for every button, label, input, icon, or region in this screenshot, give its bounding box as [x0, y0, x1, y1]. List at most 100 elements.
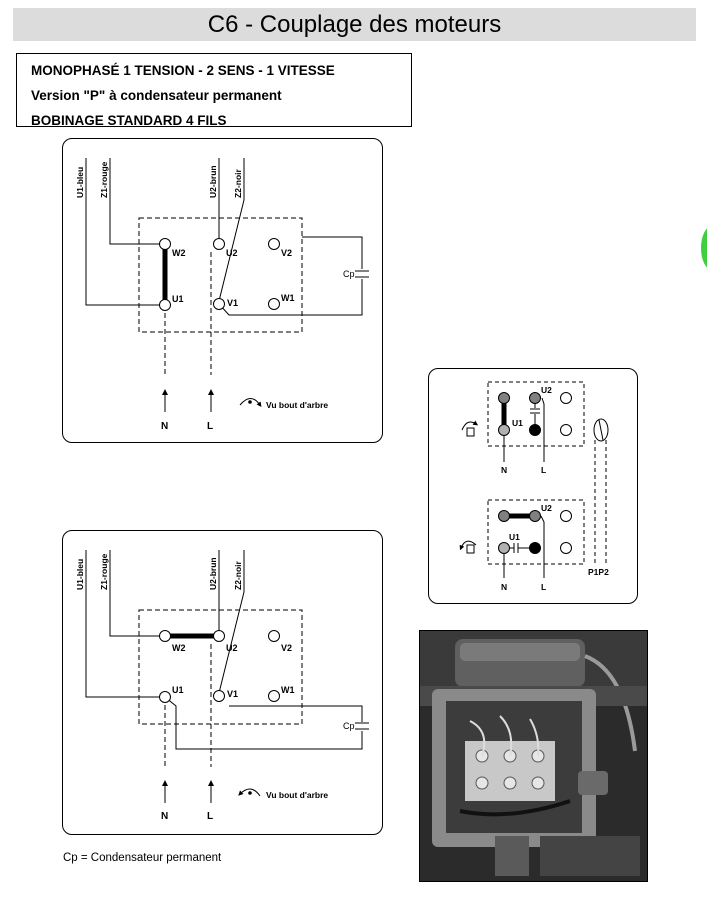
small-terminal — [498, 424, 510, 436]
small-terminal — [529, 424, 541, 436]
wire-cap-top — [302, 236, 363, 269]
small-terminal — [560, 392, 572, 404]
rotation-note: Vu bout d'arbre — [266, 400, 328, 410]
terminal-u1 — [159, 299, 171, 311]
diagram-panel-top — [62, 138, 383, 443]
supply-l-label: L — [207, 811, 213, 822]
wire-z2 — [218, 550, 245, 694]
small-label-l-bottom: L — [541, 582, 546, 592]
small-label-p1p2: P1P2 — [588, 567, 609, 577]
terminal-box-outline — [138, 217, 303, 333]
rotation-dot — [248, 791, 252, 795]
small-label-u1-top: U1 — [512, 418, 523, 428]
terminal-label-w2: W2 — [172, 248, 186, 258]
terminal-label-w1: W1 — [281, 685, 295, 695]
wire-cap-bottom — [218, 279, 363, 316]
wire-label-z2: Z2-noir — [233, 561, 243, 590]
rotation-arrow — [239, 398, 262, 408]
terminals-bottom — [159, 630, 280, 703]
small-label-u1-bottom: U1 — [509, 532, 520, 542]
page-title-bar: C6 - Couplage des moteurs — [13, 8, 696, 41]
small-terminal — [529, 510, 541, 522]
terminal-u2 — [213, 238, 225, 250]
terminal-v1 — [213, 298, 225, 310]
terminal-v2 — [268, 238, 280, 250]
wire-z1 — [109, 550, 165, 637]
terminals-top — [159, 238, 280, 311]
diagram-bottom — [85, 550, 369, 803]
small-label-l-top: L — [541, 465, 546, 475]
terminal-label-v1: V1 — [227, 298, 238, 308]
rotation-icon-bottom — [459, 540, 477, 551]
page-title: C6 - Couplage des moteurs — [207, 10, 502, 38]
wire-label-u1: U1-bleu — [75, 559, 85, 590]
diagram-top — [85, 158, 369, 412]
spec-line-1: MONOPHASÉ 1 TENSION - 2 SENS - 1 VITESSE — [31, 63, 335, 78]
terminal-label-v2: V2 — [281, 248, 292, 258]
labels-bottom: U1-bleu Z1-rouge U2-brun Z2-noir W2 U2 V… — [75, 553, 355, 822]
wire-z1 — [109, 158, 165, 245]
small-terminals — [498, 392, 572, 554]
spec-box: MONOPHASÉ 1 TENSION - 2 SENS - 1 VITESSE… — [16, 53, 412, 128]
small-label-n-bottom: N — [501, 582, 507, 592]
supply-l-bottom — [540, 515, 545, 578]
terminal-w2 — [159, 630, 171, 642]
rotation-dot — [248, 400, 252, 404]
spec-line-2: Version "P" à condensateur permanent — [31, 88, 282, 103]
rotation-arrow — [238, 788, 261, 797]
small-terminal — [498, 542, 510, 554]
wire-u1 — [85, 550, 165, 698]
diagram-panel-small — [428, 368, 638, 604]
wire-z2 — [218, 158, 245, 302]
terminal-box-outline — [138, 609, 303, 725]
terminal-w2 — [159, 238, 171, 250]
supply-n-label: N — [161, 811, 168, 822]
shaft-icon-bottom — [466, 544, 475, 554]
side-tab[interactable] — [701, 226, 707, 270]
small-label-u2-bottom: U2 — [541, 503, 552, 513]
terminal-label-v2: V2 — [281, 643, 292, 653]
small-terminal — [529, 392, 541, 404]
small-labels: U2 U1 N L U2 U1 N L P1P2 — [501, 385, 609, 592]
wire-label-u1: U1-bleu — [75, 167, 85, 198]
supply-l-label: L — [207, 421, 213, 432]
wire-label-z1: Z1-rouge — [99, 553, 109, 590]
terminal-u1 — [159, 691, 171, 703]
terminal-u2 — [213, 630, 225, 642]
small-terminal — [560, 424, 572, 436]
small-label-n-top: N — [501, 465, 507, 475]
footnote: Cp = Condensateur permanent — [63, 852, 222, 864]
spec-line-3: BOBINAGE STANDARD 4 FILS — [31, 113, 227, 128]
capacitor-label: Cp — [343, 721, 355, 731]
terminal-w1 — [268, 298, 280, 310]
supply-l-top — [541, 397, 545, 462]
small-terminal — [560, 510, 572, 522]
thermal-protector — [593, 418, 609, 442]
rotation-note: Vu bout d'arbre — [266, 790, 328, 800]
wire-u1 — [85, 158, 165, 306]
terminal-label-w2: W2 — [172, 643, 186, 653]
small-box-top — [487, 381, 585, 447]
wire-label-z1: Z1-rouge — [99, 161, 109, 198]
terminal-v2 — [268, 630, 280, 642]
labels-top: U1-bleu Z1-rouge U2-brun Z2-noir W2 U2 V… — [75, 161, 355, 432]
wire-cap-top — [229, 705, 363, 722]
terminal-label-u2: U2 — [226, 643, 238, 653]
rotation-icon-top — [461, 420, 479, 431]
small-box-bottom — [487, 499, 585, 565]
supply-n-label: N — [161, 421, 168, 432]
terminal-label-u1: U1 — [172, 685, 184, 695]
wire-cap-bottom — [164, 696, 363, 750]
terminal-label-w1: W1 — [281, 293, 295, 303]
small-terminal — [498, 510, 510, 522]
terminal-label-v1: V1 — [227, 689, 238, 699]
terminal-v1 — [213, 690, 225, 702]
shaft-icon-top — [466, 427, 475, 437]
capacitor-label: Cp — [343, 269, 355, 279]
terminal-label-u1: U1 — [172, 294, 184, 304]
small-label-u2-top: U2 — [541, 385, 552, 395]
small-terminal — [529, 542, 541, 554]
diagram-panel-bottom — [62, 530, 383, 835]
terminal-w1 — [268, 690, 280, 702]
